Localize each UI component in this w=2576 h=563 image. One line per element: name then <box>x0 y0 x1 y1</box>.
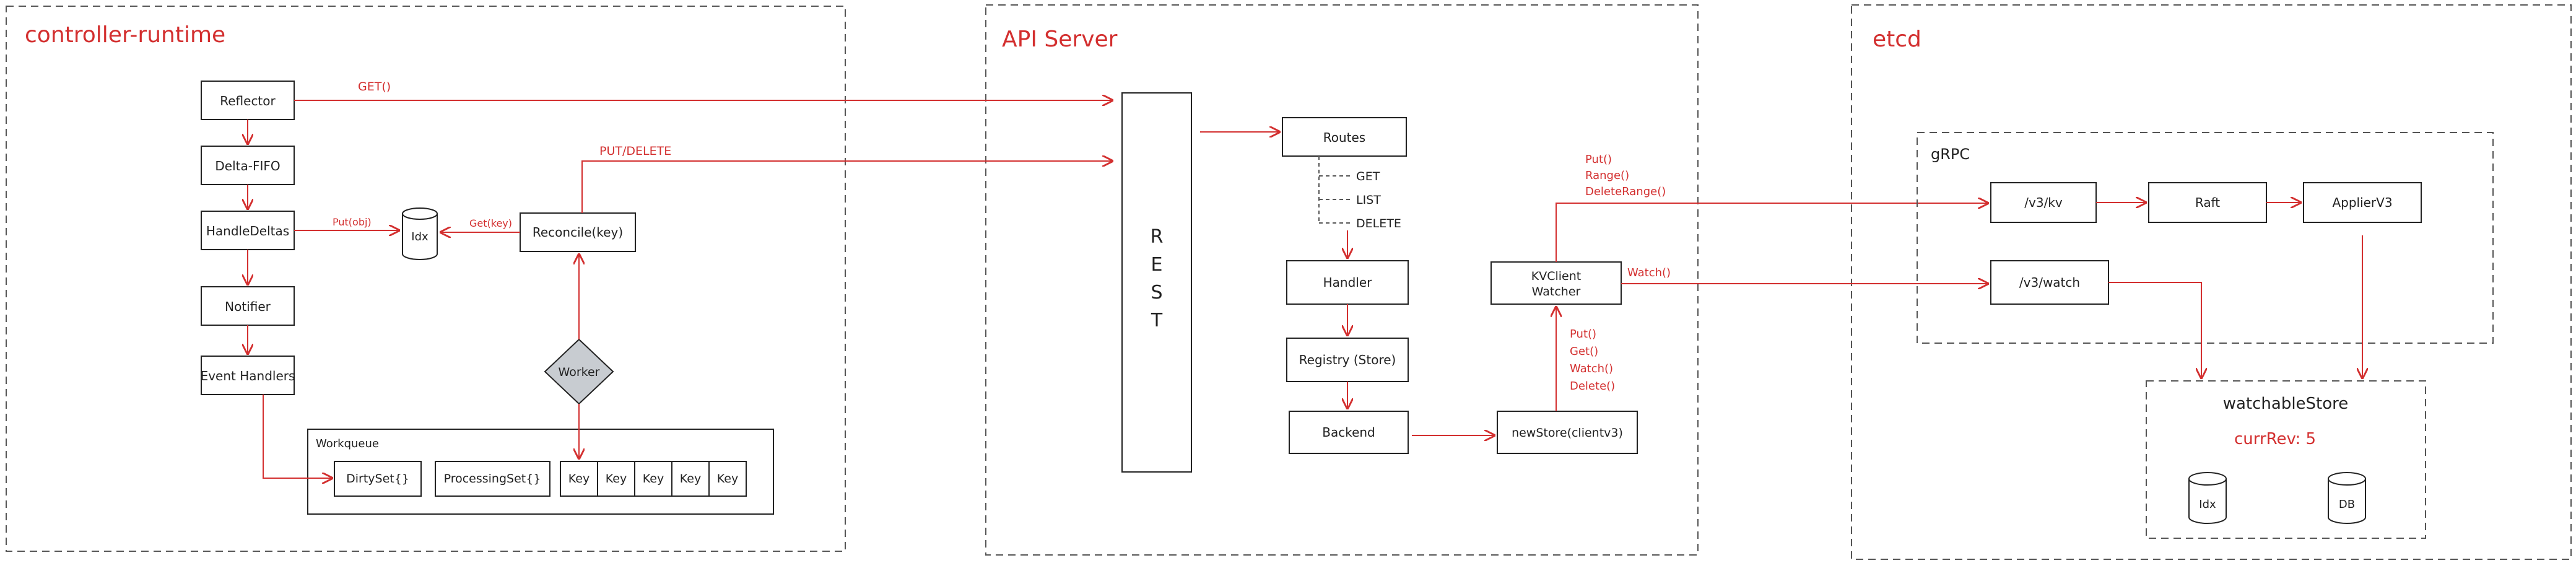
node-handle-deltas-label: HandleDeltas <box>206 224 289 238</box>
node-v3kv: /v3/kv <box>1990 182 2097 223</box>
region-title-controller-runtime: controller-runtime <box>25 22 225 48</box>
ops-kv-labels: Put() Range() DeleteRange() <box>1585 153 1666 198</box>
node-kvclient-label: KVClient <box>1531 269 1581 283</box>
op-kv-put: Put() <box>1585 153 1612 166</box>
node-v3kv-label: /v3/kv <box>2024 195 2063 210</box>
edges-controller <box>248 100 1113 478</box>
db-etcd-label: DB <box>2339 498 2355 511</box>
op-put: Put() <box>1570 328 1596 341</box>
node-delta-fifo: Delta-FIFO <box>201 146 295 185</box>
verb-get: GET <box>1356 170 1380 183</box>
node-watcher-label: Watcher <box>1532 285 1581 299</box>
edge-label-put-obj: Put(obj) <box>333 216 372 228</box>
node-event-handlers: Event Handlers <box>201 356 295 395</box>
curr-rev-label: currRev: 5 <box>2234 430 2316 448</box>
node-delta-fifo-label: Delta-FIFO <box>215 159 280 173</box>
db-cylinder-etcd: DB <box>2328 472 2366 524</box>
node-applier: ApplierV3 <box>2303 182 2422 223</box>
grpc-title: gRPC <box>1931 146 1970 163</box>
op-get: Get() <box>1570 345 1598 358</box>
node-raft: Raft <box>2148 182 2267 223</box>
node-handle-deltas: HandleDeltas <box>201 211 295 250</box>
node-raft-label: Raft <box>2195 195 2220 210</box>
region-title-etcd: etcd <box>1873 27 1921 52</box>
ops-up-labels: Put() Get() Watch() Delete() <box>1570 328 1617 393</box>
watchable-store-title: watchableStore <box>2223 395 2349 413</box>
node-reflector: Reflector <box>201 81 295 120</box>
node-notifier-label: Notifier <box>225 299 271 314</box>
processing-set-label: ProcessingSet{} <box>444 472 541 486</box>
workqueue-title: Workqueue <box>316 437 379 450</box>
node-handler-label: Handler <box>1323 275 1373 290</box>
node-newstore: newStore(clientv3) <box>1497 411 1638 454</box>
key-label: Key <box>717 472 738 486</box>
node-backend: Backend <box>1289 411 1409 454</box>
node-reflector-label: Reflector <box>220 94 276 108</box>
dirty-set: DirtySet{} <box>334 461 422 497</box>
edge-label-get: GET() <box>358 80 391 94</box>
op-kv-deleterange: DeleteRange() <box>1585 185 1666 198</box>
idx-cylinder-controller: Idx <box>402 207 438 260</box>
edges-etcd <box>2096 203 2362 379</box>
key-label: Key <box>568 472 590 486</box>
dirty-set-label: DirtySet{} <box>346 472 409 486</box>
node-worker: Worker <box>544 338 614 405</box>
node-v3watch-label: /v3/watch <box>2019 275 2080 290</box>
processing-set: ProcessingSet{} <box>435 461 550 497</box>
node-v3watch: /v3/watch <box>1990 260 2109 305</box>
key-label: Key <box>643 472 664 486</box>
edge-events-dirty <box>263 395 333 478</box>
verb-list: LIST <box>1356 193 1381 207</box>
op-watch: Watch() <box>1570 362 1613 375</box>
node-event-handlers-label: Event Handlers <box>201 369 295 383</box>
node-handler: Handler <box>1286 260 1409 305</box>
node-reconcile: Reconcile(key) <box>520 212 636 252</box>
node-kvclient-watcher: KVClient Watcher <box>1490 261 1622 305</box>
watchable-store-panel: watchableStore currRev: 5 <box>2146 380 2426 539</box>
node-applier-label: ApplierV3 <box>2332 195 2392 210</box>
region-controller-runtime: controller-runtime <box>6 6 846 552</box>
node-routes-label: Routes <box>1323 130 1365 145</box>
node-registry-label: Registry (Store) <box>1299 352 1396 367</box>
edge-reconcile-rest <box>581 161 1113 213</box>
routes-verbs: GET LIST DELETE <box>1318 156 1401 230</box>
idx-etcd-label: Idx <box>2199 498 2216 511</box>
node-routes: Routes <box>1282 117 1407 157</box>
node-worker-label: Worker <box>559 365 600 379</box>
node-notifier: Notifier <box>201 286 295 326</box>
key-label: Key <box>606 472 627 486</box>
key-label: Key <box>680 472 701 486</box>
op-delete: Delete() <box>1570 380 1615 393</box>
edge-label-put-delete: PUT/DELETE <box>599 144 671 158</box>
edge-label-watch: Watch() <box>1627 266 1671 279</box>
node-newstore-label: newStore(clientv3) <box>1512 426 1623 440</box>
edge-v3watch-store <box>2108 282 2201 379</box>
key-queue: Key Key Key Key Key <box>560 461 747 497</box>
grpc-panel: gRPC <box>1917 132 2494 344</box>
region-etcd: etcd <box>1851 4 2572 560</box>
edge-kvclient-v3kv <box>1556 203 1989 262</box>
op-kv-range: Range() <box>1585 169 1629 182</box>
node-backend-label: Backend <box>1322 425 1375 440</box>
verb-delete: DELETE <box>1356 217 1401 230</box>
idx-controller-label: Idx <box>411 230 429 243</box>
region-api-server: API Server <box>985 4 1699 556</box>
edges-api-server <box>1200 132 1989 435</box>
node-registry: Registry (Store) <box>1286 338 1409 382</box>
idx-cylinder-etcd: Idx <box>2188 472 2227 524</box>
region-title-api-server: API Server <box>1002 27 1118 52</box>
edge-label-get-key: Get(key) <box>469 217 512 229</box>
node-reconcile-label: Reconcile(key) <box>533 225 623 240</box>
